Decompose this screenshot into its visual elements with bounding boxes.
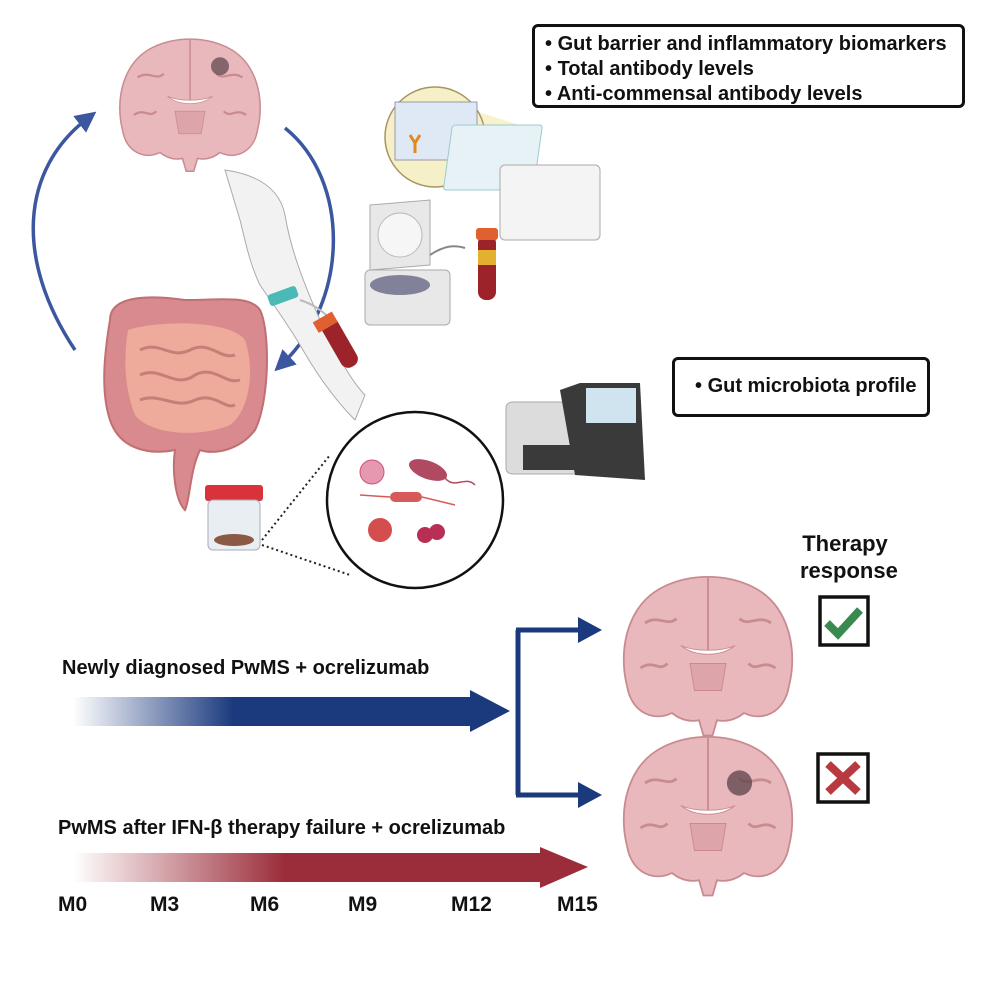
assay-item: Total antibody levels bbox=[545, 57, 962, 82]
assay-item: Anti-commensal antibody levels bbox=[545, 82, 962, 107]
timeline-tick: M9 bbox=[348, 893, 378, 916]
x-icon bbox=[825, 761, 861, 795]
heading-line-1: Therapy bbox=[802, 531, 888, 556]
blood-tube-arm bbox=[320, 317, 358, 368]
brain-non-responder bbox=[622, 735, 794, 897]
check-icon bbox=[824, 607, 863, 640]
elisa-illustration bbox=[384, 86, 601, 241]
cohort-arrow-ifn-failure bbox=[73, 847, 588, 888]
microbiota-readout-box: Gut microbiota profile bbox=[672, 357, 930, 417]
branch-arrow-non-responder bbox=[578, 782, 602, 808]
timeline-tick: M0 bbox=[58, 893, 88, 916]
microbes-magnified-circle bbox=[325, 410, 505, 590]
branch-arrow-responder bbox=[578, 617, 602, 643]
timeline-tick: M3 bbox=[150, 893, 180, 916]
cohort-label-newly-diagnosed: Newly diagnosed PwMS + ocrelizumab bbox=[62, 657, 430, 679]
sequencer-illustration bbox=[505, 383, 645, 480]
timeline-tick: M15 bbox=[557, 893, 598, 916]
stool-container bbox=[205, 485, 263, 551]
cohort-label-ifn-failure: PwMS after IFN-β therapy failure + ocrel… bbox=[58, 817, 506, 839]
heading-line-2: response bbox=[800, 558, 898, 583]
tourniquet bbox=[267, 286, 299, 306]
branch-connector bbox=[515, 627, 580, 798]
microbiota-item: Gut microbiota profile bbox=[695, 374, 927, 399]
brain-top-with-lesion bbox=[118, 37, 262, 173]
check-box bbox=[818, 595, 870, 647]
brain-responder bbox=[622, 575, 794, 737]
cycle-arrow-left bbox=[31, 111, 97, 351]
assay-item: Gut barrier and inflammatory biomarkers bbox=[545, 32, 962, 57]
assay-readouts-box: Gut barrier and inflammatory biomarkers … bbox=[532, 24, 965, 108]
gut-illustration bbox=[103, 296, 268, 512]
timeline-tick: M12 bbox=[451, 893, 492, 916]
cohort-arrow-newly-diagnosed bbox=[73, 690, 510, 732]
timeline-tick: M6 bbox=[250, 893, 280, 916]
therapy-response-heading: Therapy response bbox=[800, 530, 898, 584]
centrifuge-illustration bbox=[364, 199, 498, 326]
